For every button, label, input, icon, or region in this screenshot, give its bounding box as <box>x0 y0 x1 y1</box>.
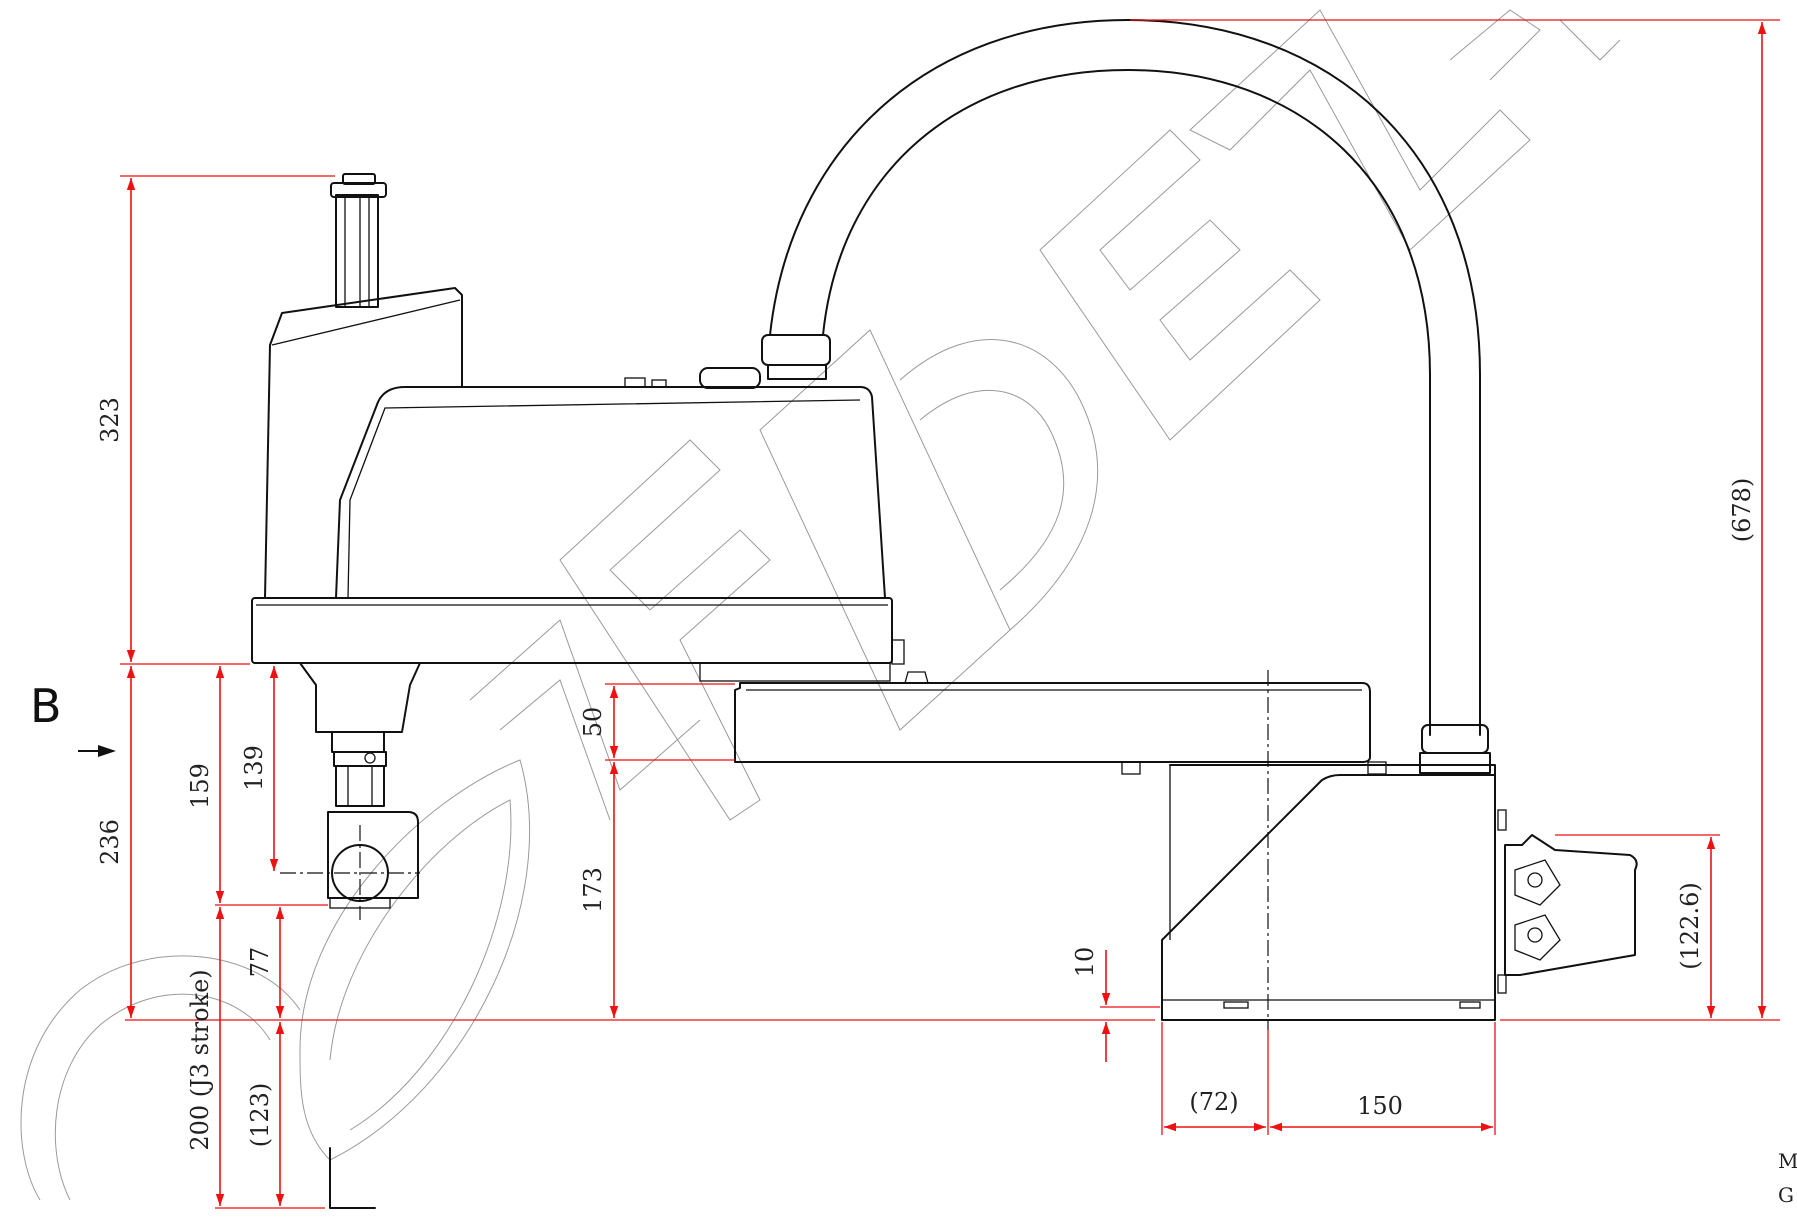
dim-200-j3-stroke: 200 (J3 stroke) <box>186 969 214 1150</box>
dim-139: 139 <box>240 745 268 791</box>
cable-duct-inner <box>822 69 1431 736</box>
dim-50: 50 <box>579 707 607 738</box>
head-cover <box>264 287 463 599</box>
robot-base <box>1161 764 1496 1021</box>
dim-236: 236 <box>96 819 124 865</box>
dim-77: 77 <box>246 947 274 978</box>
dim-173: 173 <box>579 867 607 913</box>
dim-678: (678) <box>1728 478 1756 543</box>
spline-shaft <box>335 194 379 308</box>
corner-text-line2: G <box>1778 1183 1794 1207</box>
dim-150: 150 <box>1357 1092 1403 1120</box>
corner-text-line1: M <box>1778 1149 1797 1173</box>
dimension-lines <box>120 19 1780 1209</box>
side-connector <box>1497 809 1638 994</box>
dim-10: 10 <box>1071 947 1099 978</box>
view-label-b: B <box>30 679 62 733</box>
dim-123: (123) <box>246 1083 274 1148</box>
arm-housing <box>335 386 886 599</box>
dim-72: (72) <box>1189 1088 1238 1116</box>
dim-159: 159 <box>186 763 214 809</box>
dim-323: 323 <box>96 397 124 443</box>
dim-122-6: (122.6) <box>1676 882 1704 969</box>
forearm-link <box>734 682 1371 763</box>
arm-base-plate <box>251 597 893 664</box>
lower-housing <box>299 662 421 733</box>
cable-connector-top <box>761 334 831 366</box>
quill-collar <box>331 731 385 753</box>
end-tool-block <box>327 811 419 899</box>
robot-outline <box>78 19 1638 1209</box>
cable-duct-outer <box>769 19 1481 736</box>
cable-connector-bottom <box>1421 724 1489 754</box>
